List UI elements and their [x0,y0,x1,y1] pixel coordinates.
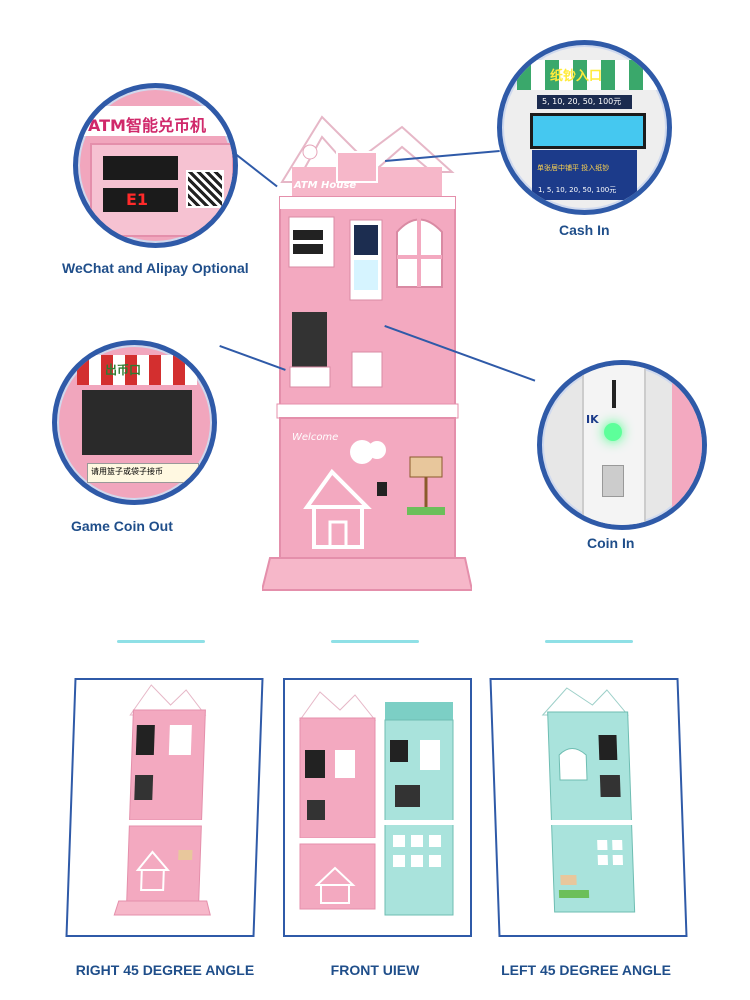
coin-return-slot [602,465,624,497]
wechat-panel-header [78,106,233,136]
pink-side-panel [672,365,702,525]
coin-out-awning-text: 出币口 [105,363,142,377]
bill-slot-icon [530,113,646,149]
coin-in-detail-circle: IK [537,360,707,530]
callout-label-cash-in: Cash In [559,222,610,238]
coin-out-tray [82,390,192,455]
view-front-frame [283,678,472,937]
wechat-display-bottom [103,188,178,212]
cash-instruction: 单张居中铺平 投入纸钞 [537,164,610,172]
callout-label-game-coin-out: Game Coin Out [71,518,173,534]
coin-out-awning [77,355,197,385]
cash-denominations: 5, 10, 20, 50, 100元 [542,97,622,106]
view-front-machines [298,691,455,916]
divider-right [545,640,633,643]
view-left-45-machine [541,687,636,913]
divider-left [117,640,205,643]
divider-center [331,640,419,643]
coin-brand-mark: IK [586,413,599,426]
view-right-45-frame [65,678,264,937]
wechat-panel-title: ATM智能兑币机 [88,116,206,135]
cash-awning-text: 纸钞入口 [550,69,603,84]
machine-welcome-text: Welcome [292,432,339,443]
main-machine-illustration [260,115,474,591]
coin-light-icon [604,423,622,441]
machine-brand: ATM House [294,180,357,191]
cash-detail-circle: 纸钞入口 5, 10, 20, 50, 100元 单张居中铺平 投入纸钞 1, … [497,40,672,215]
wechat-display-top [103,156,178,180]
callout-label-coin-in: Coin In [587,535,635,551]
qr-code-icon [186,170,224,208]
cash-awning [517,60,657,90]
view-left-45-frame [489,678,688,937]
view-right-45-machine [113,684,211,916]
coin-out-detail-circle: 出币口 请用篮子或袋子接币 [52,340,217,505]
coin-out-note: 请用篮子或袋子接币 [91,467,163,476]
wechat-detail-circle: ATM智能兑币机 E1 [73,83,238,248]
view-front-caption: FRONT UIEW [330,962,420,978]
cash-denominations-bottom: 1, 5, 10, 20, 50, 100元 [538,186,617,194]
coin-out-note-box [87,463,199,483]
view-right-45-caption: RIGHT 45 DEGREE ANGLE [75,962,255,978]
view-left-45-caption: LEFT 45 DEGREE ANGLE [501,962,671,978]
cash-denomination-bar [537,95,632,109]
coin-slot-icon [612,380,616,408]
callout-label-wechat: WeChat and Alipay Optional [62,260,249,276]
wechat-display-value: E1 [126,190,149,209]
main-machine: ATM House Welcome [260,112,474,602]
cash-instruction-panel [532,150,637,200]
